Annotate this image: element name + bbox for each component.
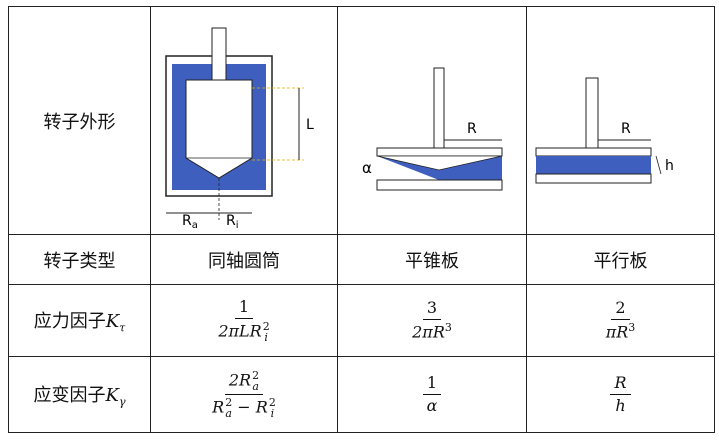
label-L: L — [306, 117, 314, 133]
type-coaxial: 同轴圆筒 — [150, 234, 338, 285]
cell-parallel-plate-diagram: R h — [526, 6, 715, 235]
plate-fluid — [535, 156, 651, 174]
cell-coaxial-diagram: L Ra Ri — [150, 6, 338, 235]
stress-cone-plate: 3 2πR3 — [337, 284, 527, 357]
label-strain-factor: 应变因子Kγ — [8, 356, 151, 433]
label-rotor-type: 转子类型 — [8, 234, 151, 285]
cone-shaft — [433, 67, 445, 149]
label-Ra: Ra — [182, 213, 198, 228]
rotor-table: 转子外形 L Ra Ri — [8, 6, 715, 433]
type-parallel-plate: 平行板 — [526, 234, 715, 285]
type-cone-plate: 平锥板 — [337, 234, 527, 285]
label-R-parallel: R — [621, 121, 631, 137]
coaxial-cylinder-diagram: L Ra Ri — [165, 27, 314, 231]
row-rotor-shape: 转子外形 L Ra Ri — [8, 6, 715, 235]
rotor-bob — [185, 79, 253, 179]
label-R-cone: R — [467, 121, 477, 137]
strain-cone-plate: 1 α — [337, 356, 527, 433]
parallel-plate-diagram: R h — [535, 77, 674, 184]
cone-top — [376, 147, 503, 157]
strain-parallel-plate: R h — [526, 356, 715, 433]
label-alpha: α — [362, 159, 372, 177]
cone-plate-diagram: R α — [362, 67, 503, 191]
label-rotor-shape: 转子外形 — [8, 6, 151, 235]
label-stress-factor: 应力因子Kτ — [8, 284, 151, 357]
row-rotor-type: 转子类型 同轴圆筒 平锥板 平行板 — [8, 234, 715, 285]
stress-parallel-plate: 2 πR3 — [526, 284, 715, 357]
bottom-plate-2 — [535, 173, 651, 184]
top-plate — [535, 147, 651, 157]
rotor-shaft — [211, 27, 227, 81]
plate-shaft — [585, 77, 598, 149]
bottom-plate — [376, 179, 503, 191]
label-h: h — [665, 158, 674, 174]
cell-cone-plate-diagram: R α — [337, 6, 527, 235]
label-Ri: Ri — [226, 213, 239, 228]
